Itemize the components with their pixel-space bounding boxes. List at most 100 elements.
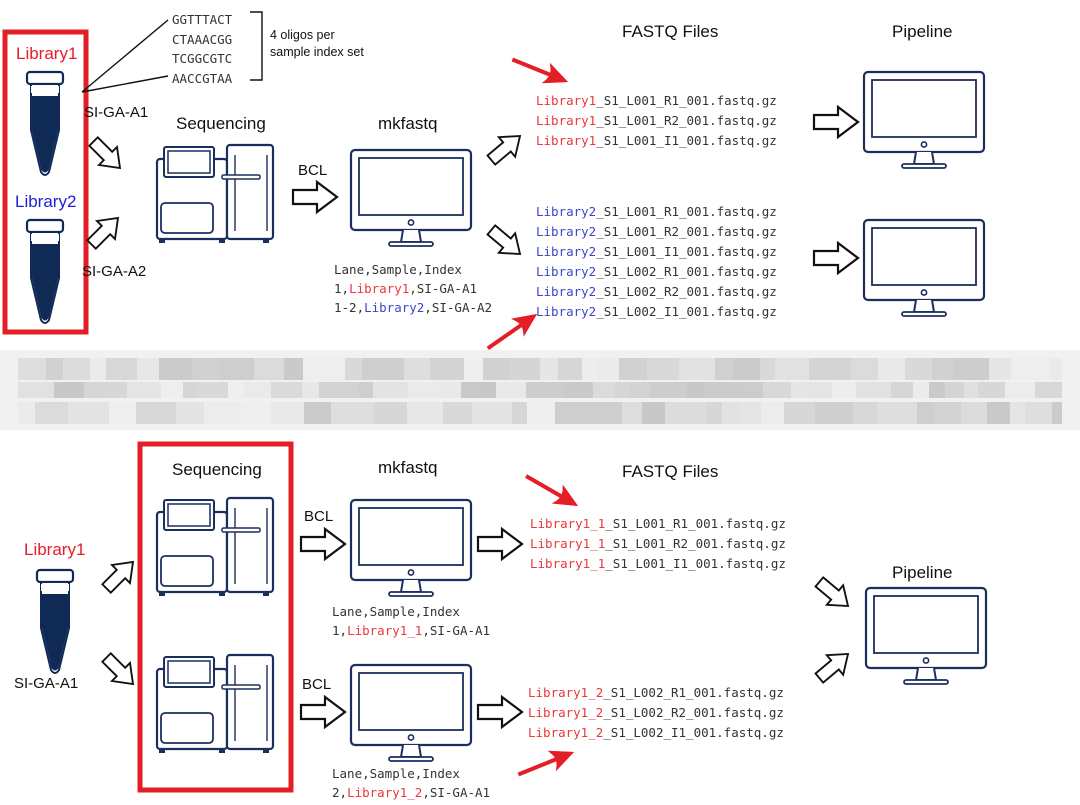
fastq-file-lib: Library2	[536, 204, 597, 219]
pixel-block	[929, 382, 945, 398]
fastq-file-suffix: _S1_L002_R1_001.fastq.gz	[603, 685, 784, 700]
fastq-file-lib: Library2	[536, 224, 597, 239]
sheet-header: Lane,Sample,Index	[334, 262, 462, 277]
pixel-block	[54, 382, 84, 398]
pixel-block	[192, 358, 220, 380]
top-library1-label: Library1	[16, 44, 78, 63]
bottom-tube-to-seq1-arrow	[96, 552, 143, 599]
pixel-block	[220, 358, 254, 380]
bottom-mkfastq1-monitor-icon	[349, 498, 473, 598]
fastq-file-lib: Library1	[536, 133, 597, 148]
bottom-fastq2-red-pointer	[514, 741, 579, 785]
top-sequencer-icon	[155, 143, 275, 245]
fastq-file-suffix: _S1_L002_I1_001.fastq.gz	[596, 304, 777, 319]
pixelated-divider	[0, 350, 1080, 430]
pixel-block	[763, 382, 791, 398]
pixel-block	[853, 402, 877, 424]
top-fastq-red-pointer	[508, 49, 573, 93]
fastq-file: Library1_2_S1_L002_I1_001.fastq.gz	[528, 723, 784, 743]
pixel-block	[593, 382, 615, 398]
pixel-block	[430, 358, 464, 380]
pixel-block	[761, 402, 784, 424]
pixel-block	[665, 402, 707, 424]
bottom-bcl1-label: BCL	[304, 508, 334, 525]
pixel-block	[961, 402, 987, 424]
bottom-library1-label: Library1	[24, 540, 86, 559]
bottom-mkfastq2-monitor-icon	[349, 663, 473, 763]
top-library2-label: Library2	[15, 192, 77, 211]
fastq-file: Library2_S1_L002_R1_001.fastq.gz	[536, 262, 777, 282]
sheet-header: Lane,Sample,Index	[332, 604, 460, 619]
sheet-row: 2,Library1_2,SI-GA-A1	[332, 783, 490, 802]
pixel-block	[107, 382, 127, 398]
fastq-file: Library1_1_S1_L001_R2_001.fastq.gz	[530, 534, 786, 554]
fastq-file-suffix: _S1_L001_R1_001.fastq.gz	[596, 93, 777, 108]
pixel-block	[254, 358, 284, 380]
top-to-fastq2-arrow	[482, 219, 530, 265]
fastq-file: Library2_S1_L001_I1_001.fastq.gz	[536, 242, 777, 262]
fastq-file-lib: Library2	[536, 304, 597, 319]
sheet-row-1-index: ,SI-GA-A1	[409, 281, 478, 296]
pixel-block	[284, 358, 303, 380]
pixel-block	[359, 382, 373, 398]
pixel-block	[512, 402, 527, 424]
pixel-block	[715, 358, 733, 380]
oligo-4: AACCGTAA	[172, 70, 233, 86]
pixel-block	[987, 402, 1010, 424]
bottom-fastq-list-2: Library1_2 _S1_L002_R1_001.fastq.gz Libra…	[528, 683, 784, 743]
fastq-file: Library1_S1_L001_R1_001.fastq.gz	[536, 91, 777, 111]
top-pipeline1-arrow	[812, 105, 860, 139]
pixel-block	[582, 358, 598, 380]
pixel-block	[856, 382, 891, 398]
pixel-block	[404, 358, 430, 380]
tube2-to-sequencer-arrow	[81, 208, 128, 255]
bottom-bcl2-arrow	[299, 695, 347, 729]
pixel-block	[241, 402, 271, 424]
sheet-row-1: 1,Library1,SI-GA-A1	[334, 279, 492, 298]
fastq-file-lib: Library1_1	[530, 556, 606, 571]
top-fastq-title: FASTQ Files	[622, 22, 719, 41]
sheet-row-lane: 1,	[332, 623, 348, 638]
fastq-file-suffix: _S1_L002_I1_001.fastq.gz	[603, 725, 784, 740]
fastq-file-suffix: _S1_L001_R1_001.fastq.gz	[605, 516, 786, 531]
pixel-block	[63, 358, 90, 380]
fastq-file: Library1_1_S1_L001_R1_001.fastq.gz	[530, 514, 786, 534]
top-bcl-arrow	[291, 180, 339, 214]
fastq-file: Library1_2_S1_L002_R2_001.fastq.gz	[528, 703, 784, 723]
pixel-block	[136, 402, 176, 424]
pixel-block	[809, 358, 851, 380]
pixel-block	[84, 382, 107, 398]
pixel-block	[917, 402, 933, 424]
pixel-block	[1025, 402, 1052, 424]
pixel-block	[46, 358, 63, 380]
sheet-row-index: ,SI-GA-A1	[422, 785, 491, 800]
bottom-bcl1-arrow	[299, 527, 347, 561]
pixel-block	[737, 382, 763, 398]
pixel-block	[622, 402, 642, 424]
pixel-block	[526, 382, 565, 398]
top-sequencing-title: Sequencing	[176, 114, 266, 133]
pixel-block	[407, 402, 443, 424]
pixel-block	[176, 402, 204, 424]
pixel-block	[303, 358, 345, 380]
sheet-row-1-sample: Library1	[349, 281, 410, 296]
fastq-file: Library2_S1_L001_R1_001.fastq.gz	[536, 202, 777, 222]
fastq-file: Library2_S1_L002_I1_001.fastq.gz	[536, 302, 777, 322]
bottom-sequencer1-icon	[155, 496, 275, 598]
oligo-note-line1: 4 oligos per	[270, 28, 335, 42]
pixel-block	[707, 402, 722, 424]
pixel-block	[472, 402, 512, 424]
pixel-block	[832, 382, 856, 398]
library1-tube-icon	[25, 70, 65, 177]
pixel-block	[1052, 402, 1062, 424]
bottom-sequencing-highlight-box	[137, 441, 294, 793]
pixel-block	[791, 382, 805, 398]
bottom-fastq1-red-pointer	[520, 466, 584, 516]
pixel-block	[913, 382, 929, 398]
sheet-row-1-lane: 1,	[334, 281, 350, 296]
fastq-file-lib: Library1_2	[528, 705, 604, 720]
top-pipeline-title: Pipeline	[892, 22, 953, 41]
pixel-block	[784, 402, 815, 424]
fastq-file-lib: Library2	[536, 284, 597, 299]
